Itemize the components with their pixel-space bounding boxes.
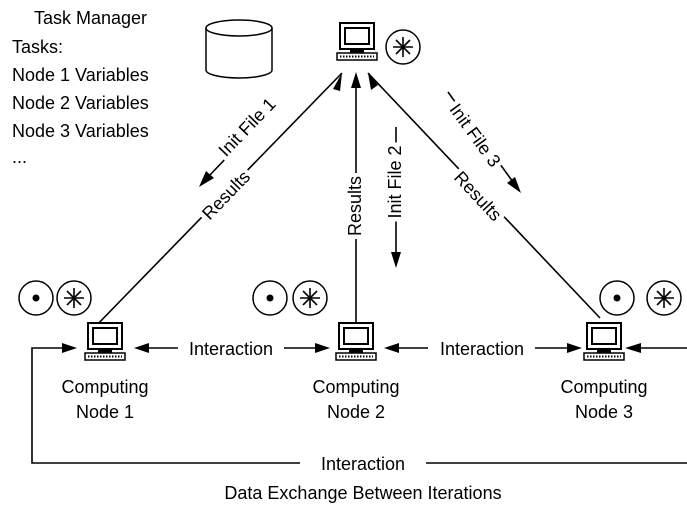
init-file-3-label: Init File 3: [445, 100, 504, 171]
node3-dot-icon: [599, 280, 635, 316]
init-file-2-arrowhead: [391, 252, 401, 268]
task-manager-title: Task Manager: [34, 8, 147, 28]
interaction-loop-line: [31, 347, 300, 464]
label-backing: [184, 339, 278, 359]
arrowhead-manager-from-node1: [333, 73, 342, 91]
node2-dot-icon: [252, 280, 288, 316]
arrowhead-manager-from-node2: [351, 72, 361, 88]
arrowhead-to-node2-right: [384, 343, 399, 353]
task-item-more: ...: [12, 147, 27, 167]
manager-asterisk-icon: [385, 29, 421, 65]
node2-label-line1: Computing: [312, 377, 399, 397]
node1-asterisk-icon: [56, 280, 92, 316]
arrowhead-to-node2-left: [315, 343, 330, 353]
interaction-label-2-3: Interaction: [440, 339, 524, 359]
label-backing: [211, 91, 283, 164]
node3-computer-icon: [583, 322, 625, 361]
arrowhead-to-node3: [567, 343, 582, 353]
init-file-3-arrowhead: [507, 177, 521, 193]
node3-label-line1: Computing: [560, 377, 647, 397]
manager-computer-icon: [336, 22, 378, 61]
init-file-2-label: Init File 2: [385, 145, 405, 218]
label-backing: [435, 339, 529, 359]
label-backing: [343, 172, 366, 240]
label-backing: [442, 96, 508, 174]
results-label-node2: Results: [345, 176, 365, 236]
interaction-label-bottom: Interaction: [321, 454, 405, 474]
node2-computer-icon: [335, 322, 377, 361]
label-backing: [195, 163, 257, 227]
task-item-2: Node 2 Variables: [12, 93, 149, 113]
init-file-1-label: Init File 1: [215, 94, 280, 160]
init-file-1-arrowhead: [199, 171, 214, 187]
arrowhead-manager-from-node3: [368, 73, 378, 90]
node1-dot-icon: [18, 280, 54, 316]
task-item-3: Node 3 Variables: [12, 121, 149, 141]
label-backing: [383, 142, 406, 222]
tasks-label: Tasks:: [12, 37, 63, 57]
diagram-caption: Data Exchange Between Iterations: [224, 483, 501, 503]
node1-label-line2: Node 1: [76, 402, 134, 422]
results-label-node3: Results: [450, 167, 506, 225]
arrowhead-node1-left: [62, 343, 77, 353]
node2-label-line2: Node 2: [327, 402, 385, 422]
arrowhead-node3-right: [625, 343, 641, 353]
interaction-label-1-2: Interaction: [189, 339, 273, 359]
node1-computer-icon: [84, 322, 126, 361]
label-backing: [447, 164, 509, 228]
label-backing: [316, 454, 410, 474]
node3-label-line2: Node 3: [575, 402, 633, 422]
node3-asterisk-icon: [646, 280, 682, 316]
node1-label-line1: Computing: [61, 377, 148, 397]
arrowhead-to-node1: [134, 343, 149, 353]
database-icon: [205, 19, 273, 79]
task-item-1: Node 1 Variables: [12, 65, 149, 85]
node2-asterisk-icon: [292, 280, 328, 316]
